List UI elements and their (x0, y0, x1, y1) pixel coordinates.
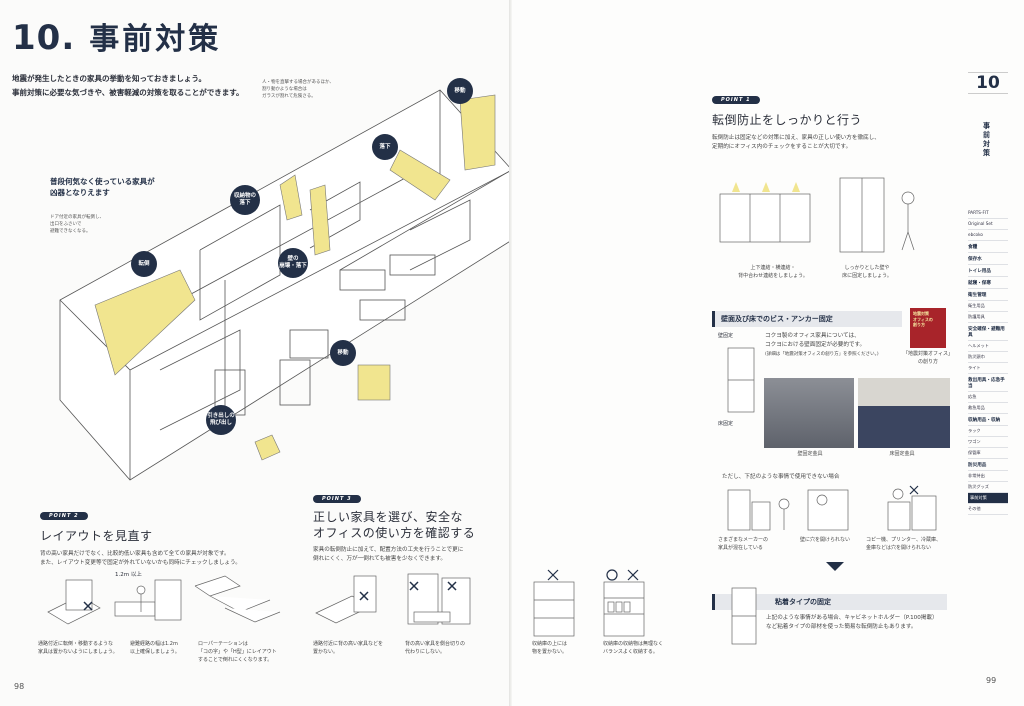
intro-text: 地震が発生したときの家具の挙動を知っておきましょう。 事前対策に必要な気づきや、… (12, 74, 244, 97)
point3-heading: 正しい家具を選び、安全な オフィスの使い方を確認する (313, 510, 476, 540)
exception-caption-1: さまざまなメーカーの家具が混在している (718, 537, 769, 551)
chapter-tab: 10 (968, 72, 1008, 94)
point3-figures (315, 573, 471, 625)
point1-body: 転倒防止は固定などの対策に加え、家具の正しい使い方を徹底し、 定期的にオフィス内… (712, 135, 880, 150)
office-illustration (59, 89, 512, 481)
adhesive-body: 上記のような事情がある場合、キャビネットホルダー（P.100掲載） など粘着タイ… (766, 615, 938, 630)
sidebar-toc-item: 保管庫 (968, 448, 1008, 459)
point3-caption-3: 収納庫の上には物を置かない。 (532, 641, 568, 655)
label-floor-fix: 床固定 (718, 421, 734, 427)
point3-body: 家具の転倒防止に加えて、配置方法の工夫を行うことで更に 倒れにくく、万が一倒れて… (313, 547, 464, 562)
sidebar-toc-item: 食糧 (968, 241, 1008, 253)
sidebar-toc-item: 事前対策 (968, 493, 1008, 504)
left-page: 10. 事前対策 地震が発生したときの家具の挙動を知っておきましょう。 事前対策… (12, 14, 616, 663)
down-arrow-icon (826, 562, 844, 571)
exception-caption-3: コピー機、プリンター、冷蔵庫、金庫などは穴を開けられない (866, 537, 941, 551)
adhesive-cabinet (731, 587, 757, 645)
point2-section: POINT 2 レイアウトを見直す 背の高い家具だけでなく、比較的低い家具も含め… (40, 502, 300, 568)
chapter-name: 事前対策 (983, 122, 990, 157)
sidebar-toc-item: ヘルメット (968, 341, 1008, 352)
sidebar-toc-item: 安全確保・避難用具 (968, 323, 1008, 341)
guide-book: 地震対策 オフィスの 創り方 (910, 308, 946, 348)
wall-photo-caption: 壁固定金具 (797, 451, 823, 457)
exception-figures (727, 485, 937, 531)
wall-fix-photo (764, 378, 854, 448)
sidebar-toc-item: ライト (968, 363, 1008, 374)
sidebar-toc-item: 防災用品 (968, 459, 1008, 471)
sidebar-toc-item: 救急用品 (968, 403, 1008, 414)
sidebar-toc-item: 衛生用品 (968, 301, 1008, 312)
label-hikidashi: 引き出しの飛び出し (206, 405, 236, 435)
illustration-headline: 普段何気なく使っている家具が 凶器となりえます (50, 177, 155, 197)
book-caption: 「地震対策オフィス」の創り方 (903, 351, 953, 365)
sidebar-toc-item: 防災グッズ (968, 482, 1008, 493)
sidebar-toc-item: 就寝・保寒 (968, 277, 1008, 289)
title-number: 10. (12, 18, 76, 58)
point1-section: POINT 1 転倒防止をしっかりと行う 転倒防止は固定などの対策に加え、家具の… (712, 86, 952, 152)
label-shunou: 収納物の落下 (230, 185, 260, 215)
label-rakka: 落下 (372, 134, 398, 160)
title-text: 事前対策 (89, 22, 222, 57)
sidebar-toc-item: 救出用具・応急手当 (968, 374, 1008, 392)
point2-caption-1: 通路付近に転倒・移動するような家具は置かないようにしましょう。 (38, 641, 118, 655)
point1-caption-1: 上下連結・横連結・背中合わせ連結をしましょう。 (738, 265, 808, 279)
point2-dimension: 1.2m 以上 (115, 572, 142, 578)
point3-section: POINT 3 正しい家具を選び、安全な オフィスの使い方を確認する 家具の転倒… (313, 485, 513, 564)
right-page (512, 0, 1024, 706)
point2-tag: POINT 2 (40, 512, 88, 520)
point3-tag: POINT 3 (313, 495, 361, 503)
point3-caption-4: 収納庫の収納物は無理なくバランスよく収納する。 (603, 641, 664, 655)
page-title: 10. 事前対策 (12, 14, 221, 58)
point2-figures (47, 575, 281, 625)
sidebar-toc-item: 衛生管理 (968, 289, 1008, 301)
point1-heading: 転倒防止をしっかりと行う (712, 113, 863, 127)
sidebar-toc-item: Original Set (968, 219, 1008, 230)
label-tentou: 転倒 (131, 251, 157, 277)
anchor-cabinet (727, 347, 755, 413)
point3-caption-1: 通路付近に背の高い家具などを置かない。 (313, 641, 384, 655)
page-number-right: 99 (986, 676, 997, 685)
sidebar-toc-item: 応急 (968, 392, 1008, 403)
floor-fix-photo (858, 378, 950, 448)
label-wall-fix: 壁固定 (718, 333, 734, 339)
sidebar-toc-item: 非常持出 (968, 471, 1008, 482)
anchor-body: コクヨ製のオフィス家具については、 コクヨにおける壁面固定が必要的です。 (詳細… (765, 333, 879, 357)
sidebar-toc-item: その他 (968, 504, 1008, 515)
sidebar-toc-item: 防災頭巾 (968, 352, 1008, 363)
anchor-bar: 壁面及び床でのビス・アンカー固定 (712, 311, 902, 327)
exceptions-intro: ただし、下記のような事情で使用できない場合 (722, 474, 840, 480)
page-number-left: 98 (14, 682, 25, 691)
point3-caption-2: 背の高い家具を側台切りの代わりにしない。 (405, 641, 466, 655)
sidebar-toc-item: 防護用具 (968, 312, 1008, 323)
sidebar-toc-item: ワゴン (968, 437, 1008, 448)
exception-caption-2: 壁に穴を開けられない (800, 537, 851, 543)
point1-figures (719, 177, 915, 253)
label-kabe: 壁の崩壊・落下 (278, 248, 308, 278)
sidebar-toc-item: 保存水 (968, 253, 1008, 265)
floor-photo-caption: 床固定金具 (889, 451, 915, 457)
sidebar-toc-item: PARTS-FIT (968, 208, 1008, 219)
point2-body: 背の高い家具だけでなく、比較的低い家具も含めて全ての家具が対象です。 また、レイ… (40, 551, 241, 566)
sidebar-toc-item: ラック (968, 426, 1008, 437)
cabinet-figures (533, 569, 645, 637)
label-idou-top: 移動 (447, 78, 473, 104)
adhesive-bar: 粘着タイプの固定 (712, 594, 947, 610)
point1-tag: POINT 1 (712, 96, 760, 104)
point1-caption-2: しっかりとした壁や床に固定しましょう。 (842, 265, 892, 279)
sidebar-toc-item: トイレ用品 (968, 265, 1008, 277)
sidebar-toc-item: 収納用品・収納 (968, 414, 1008, 426)
chapter-number: 10 (976, 73, 1000, 93)
note-door: ドア付近の家具が転倒し、 出口をふさいで 避難できなくなる。 (50, 215, 104, 234)
label-idou-bottom: 移動 (330, 340, 356, 366)
note-glass: 人・物を直撃する場合があるほか、 割り動かような場合は ガラスが割れて危険さる。 (262, 80, 334, 99)
point2-heading: レイアウトを見直す (40, 529, 153, 543)
point2-caption-3: ローパーテーションは「コの字」や「H型」にレイアウトすることで倒れにくくなります… (198, 641, 277, 663)
sidebar-toc-item: ebcoko (968, 230, 1008, 241)
